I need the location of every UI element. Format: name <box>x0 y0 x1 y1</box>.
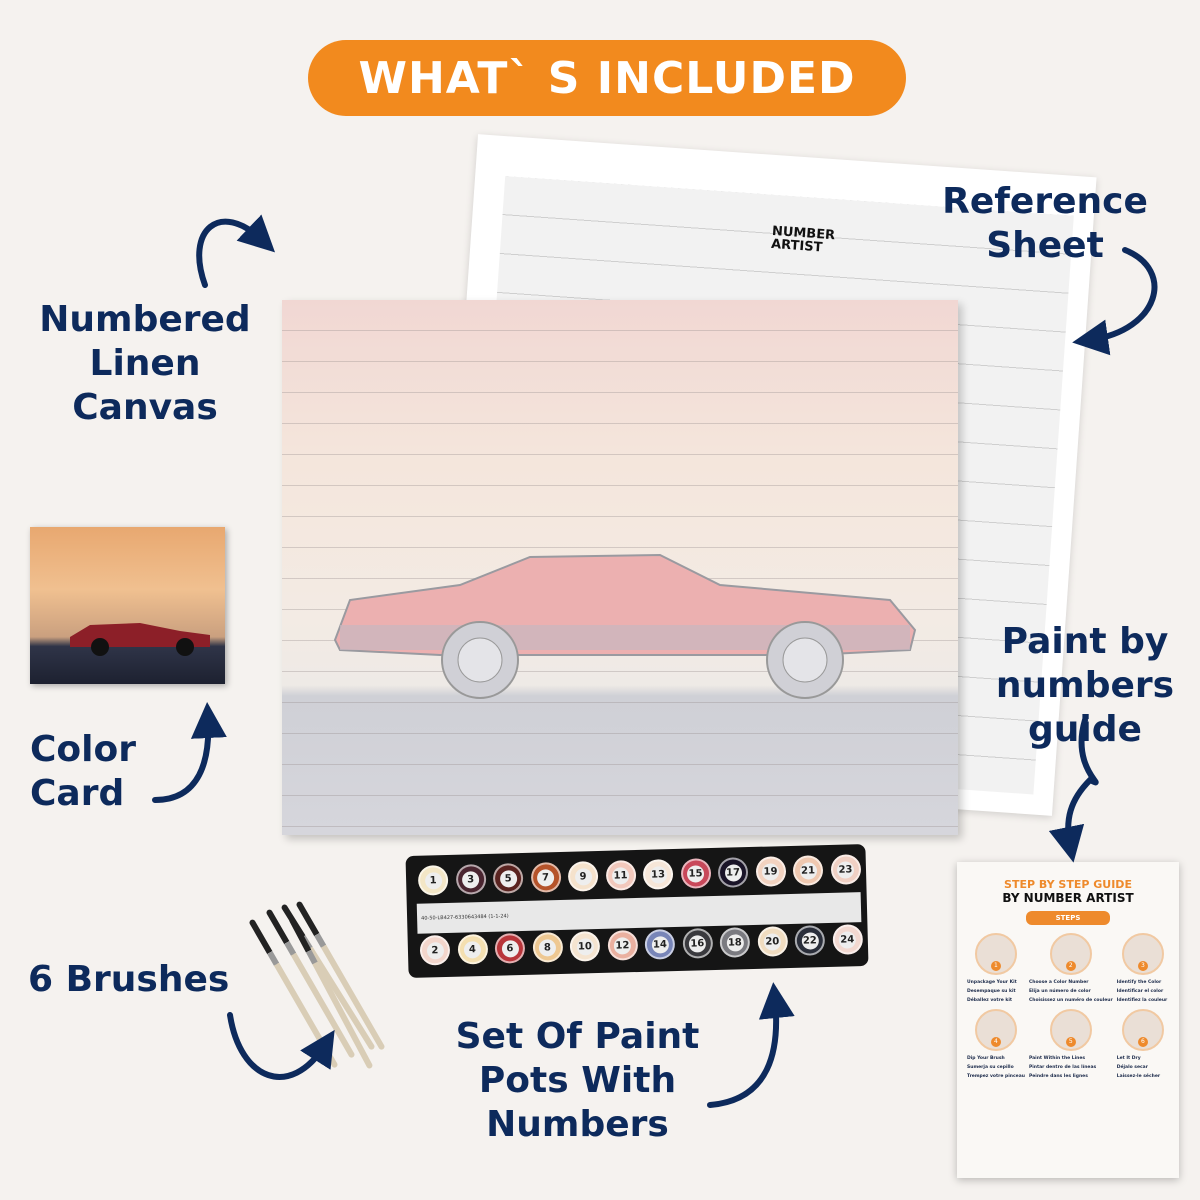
step-title-es: Pintar dentro de las líneas <box>1028 1065 1097 1070</box>
step-title-es: Identificar el color <box>1116 989 1164 994</box>
guide-step: 2 Choose a Color Number Elija un número … <box>1029 933 1113 1005</box>
step-title-fr: Identifiez la couleur <box>1116 998 1168 1003</box>
step-image: 5 <box>1049 1009 1092 1051</box>
step-title-en: Dip Your Brush <box>967 1056 1005 1061</box>
arrow-icon <box>196 214 276 288</box>
arrow-icon <box>707 982 795 1108</box>
steps-label: STEPS <box>1025 911 1111 925</box>
step-title-fr: Déballez votre kit <box>967 998 1013 1003</box>
arrow-icon <box>1072 247 1158 356</box>
step-image: 4 <box>974 1009 1017 1051</box>
arrow-icon <box>1048 717 1099 863</box>
guide-title: STEP BY STEP GUIDE <box>1004 878 1132 891</box>
guide-step: 6 Let It Dry Déjalo secar Laissez-le séc… <box>1117 1009 1169 1081</box>
step-image: 3 <box>1121 933 1164 975</box>
step-image: 2 <box>1049 933 1092 975</box>
step-image: 1 <box>974 933 1017 975</box>
numbered-linen-canvas <box>282 300 958 835</box>
step-title-es: Desempaque su kit <box>967 989 1016 994</box>
color-card <box>30 527 225 684</box>
step-by-step-guide: STEP BY STEP GUIDE BY NUMBER ARTIST STEP… <box>957 862 1179 1178</box>
step-title-es: Sumerja su cepillo <box>967 1065 1014 1070</box>
arrow-icon <box>152 702 227 803</box>
step-title-en: Unpackage Your Kit <box>967 980 1017 985</box>
guide-subtitle: BY NUMBER ARTIST <box>1002 891 1134 905</box>
label-brushes: 6 Brushes <box>28 959 230 1000</box>
step-title-fr: Laissez-le sécher <box>1116 1074 1161 1079</box>
arrow-icon <box>227 1012 335 1080</box>
step-title-en: Let It Dry <box>1116 1056 1141 1061</box>
guide-step: 5 Paint Within the Lines Pintar dentro d… <box>1029 1009 1113 1081</box>
step-title-en: Choose a Color Number <box>1028 980 1089 985</box>
guide-step: 4 Dip Your Brush Sumerja su cepillo Trem… <box>967 1009 1025 1081</box>
step-title-en: Identify the Color <box>1116 980 1162 985</box>
step-title-fr: Trempez votre pinceau <box>967 1074 1025 1079</box>
step-title-es: Elija un número de color <box>1028 989 1091 994</box>
guide-step: 1 Unpackage Your Kit Desempaque su kit D… <box>967 933 1025 1005</box>
step-title-es: Déjalo secar <box>1116 1065 1148 1070</box>
guide-step: 3 Identify the Color Identificar el colo… <box>1117 933 1169 1005</box>
step-title-fr: Choisissez un numéro de couleur <box>1028 998 1113 1003</box>
step-image: 6 <box>1121 1009 1164 1051</box>
car-outline-image <box>333 553 917 699</box>
whats-included-banner: WHAT` S INCLUDED <box>308 40 906 116</box>
step-title-en: Paint Within the Lines <box>1028 1056 1086 1061</box>
step-title-fr: Peindre dans les lignes <box>1028 1074 1088 1079</box>
